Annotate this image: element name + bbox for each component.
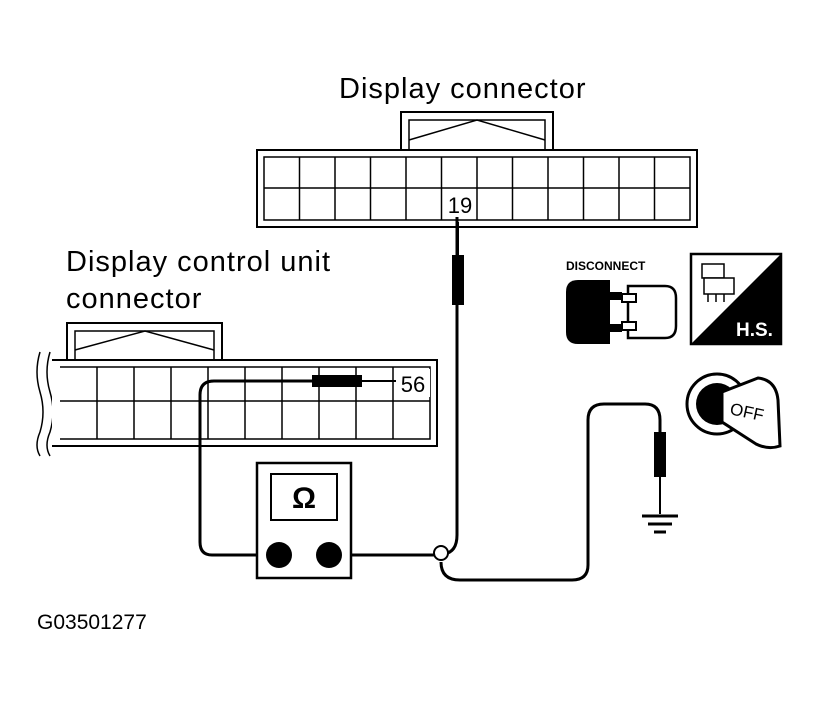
figure-code: G03501277 <box>37 611 147 634</box>
ignition-key-off-icon: OFF <box>685 372 782 450</box>
display-connector <box>256 111 698 228</box>
lead-junction <box>433 545 449 561</box>
disconnect-label: DISCONNECT <box>566 259 646 273</box>
control-unit-connector <box>36 322 438 457</box>
ohmmeter: Ω <box>255 461 353 580</box>
hs-icon: H.S. <box>689 252 783 346</box>
hs-label: H.S. <box>736 320 773 341</box>
meter-terminal-left <box>266 542 292 568</box>
display-connector-label: Display connector <box>339 73 587 105</box>
pin-number-19: 19 <box>448 193 472 218</box>
control-unit-label-line2: connector <box>66 283 202 315</box>
meter-terminal-right <box>316 542 342 568</box>
ground-symbol <box>642 514 678 534</box>
disconnect-icon: DISCONNECT <box>566 259 678 344</box>
control-unit-label-line1: Display control unit <box>66 246 331 278</box>
pin-number-56: 56 <box>401 372 425 397</box>
ohm-symbol: Ω <box>292 482 316 515</box>
